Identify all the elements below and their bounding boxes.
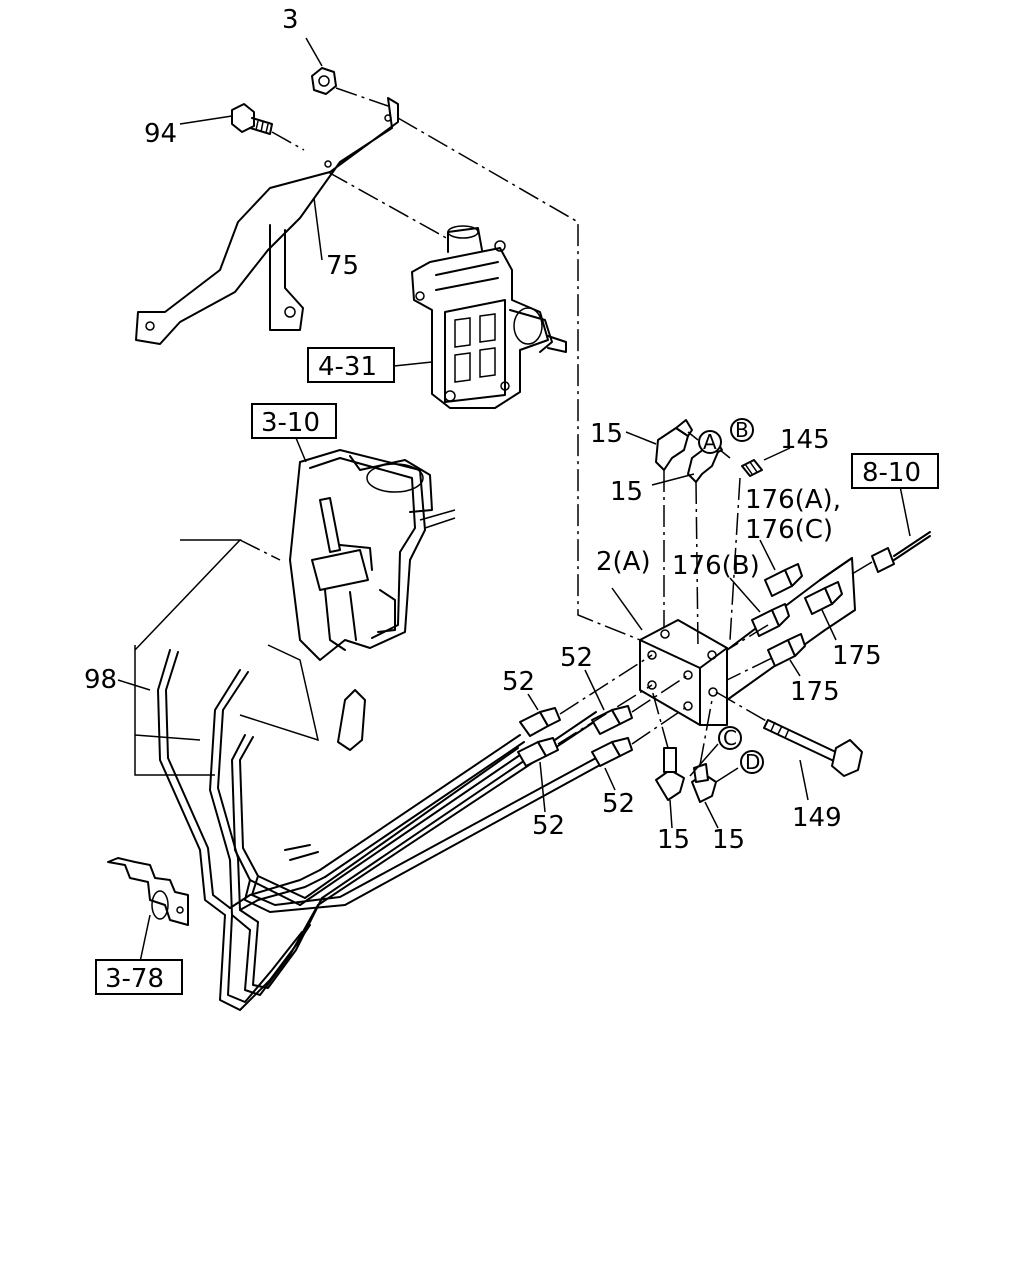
ref-box-8-10[interactable] [851,453,939,489]
elbow-fitting-icon [655,419,723,803]
bolt-icon [763,719,863,777]
ref-label-4-31: 4-31 [318,352,377,382]
clamp [107,857,189,926]
callout-15-b: 15 [610,477,643,507]
marker-c [718,726,742,750]
callout-175-b: 175 [790,677,840,707]
nut-icon [311,67,337,95]
sensor-icon [751,563,843,667]
bolt-icon [231,103,273,135]
callout-175-a: 175 [832,641,882,671]
ref-label-3-10: 3-10 [261,408,320,438]
callout-75: 75 [326,251,359,281]
bracket [135,97,399,345]
callout-176ac-line2: 176(C) [745,515,833,545]
marker-a-label: A [703,430,717,454]
ref-box-3-78[interactable] [95,959,183,995]
callout-2a: 2(A) [596,547,651,577]
plug-icon [741,459,763,477]
fitting-icon [517,705,633,767]
callout-15-c: 15 [657,825,690,855]
callout-176b: 176(B) [672,551,760,581]
callout-15-d: 15 [712,825,745,855]
callout-15-a: 15 [590,419,623,449]
callout-52-a: 52 [502,667,535,697]
distribution-block [639,557,856,726]
marker-c-label: C [723,726,737,750]
ref-box-4-31[interactable] [307,347,395,383]
ref-label-8-10: 8-10 [862,458,921,488]
marker-a [698,430,722,454]
valve-assembly [289,449,456,751]
callout-145: 145 [780,425,830,455]
callout-3: 3 [282,5,299,35]
pump-unit [411,225,567,409]
ref-box-3-10[interactable] [251,403,337,439]
callout-149: 149 [792,803,842,833]
callout-176ac-line1: 176(A), [745,485,841,515]
marker-b-label: B [735,418,749,442]
callout-52-d: 52 [602,789,635,819]
connector-icon [871,531,931,573]
marker-d [740,750,764,774]
callout-98: 98 [84,665,117,695]
ref-label-3-78: 3-78 [105,964,164,994]
callout-94: 94 [144,119,177,149]
marker-b [730,418,754,442]
callout-52-c: 52 [532,811,565,841]
marker-d-label: D [745,750,760,774]
callout-52-b: 52 [560,643,593,673]
